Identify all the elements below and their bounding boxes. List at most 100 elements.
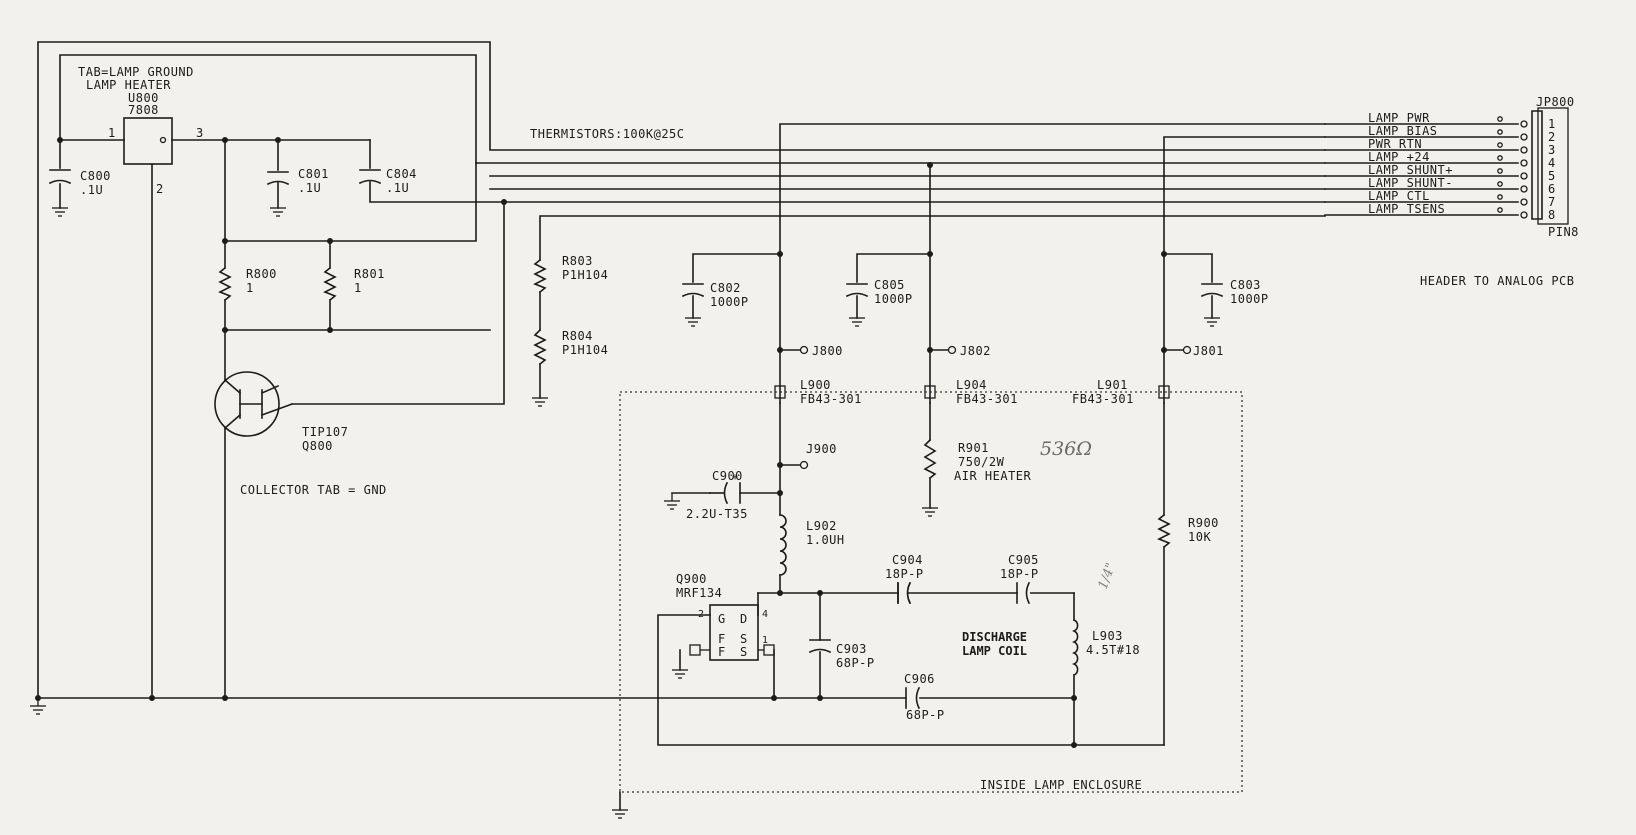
enclosure-note: INSIDE LAMP ENCLOSURE <box>980 778 1142 792</box>
capacitor-c803: C803 1000P <box>1200 278 1269 319</box>
l901-ref: L901 <box>1097 378 1128 392</box>
capacitor-c905: C905 18P-P 1/4" <box>1000 553 1119 605</box>
capacitor-c900: + C900 2.2U-T35 <box>686 469 748 521</box>
c801-val: .1U <box>298 181 321 195</box>
l904-val: FB43-301 <box>956 392 1018 406</box>
c906-val: 68P-P <box>906 708 945 722</box>
testpoint-j900: J900 <box>799 442 837 470</box>
c904-ref: C904 <box>892 553 923 567</box>
fet-pin-d: D <box>740 612 748 626</box>
r901-note: AIR HEATER <box>954 469 1032 483</box>
l900-val: FB43-301 <box>800 392 862 406</box>
r800-ref: R800 <box>246 267 277 281</box>
fet-pin-2: 2 <box>698 609 705 620</box>
q800-ref: Q800 <box>302 439 333 453</box>
connector-pin-number: 8 <box>1548 208 1556 222</box>
capacitor-c802: C802 1000P <box>681 281 749 319</box>
r803-ref: R803 <box>562 254 593 268</box>
u800-part: 7808 <box>128 103 159 117</box>
connector-signal-label: PWR RTN <box>1368 137 1422 151</box>
resistor-r803: R803 P1H104 <box>533 254 608 294</box>
connector-jp800: JP800 PIN8 HEADER TO ANALOG PCB <box>1420 95 1578 288</box>
connector-pin-5: LAMP SHUNT+5 <box>1324 163 1555 183</box>
c802-val: 1000P <box>710 295 749 309</box>
wiring <box>37 41 1326 811</box>
u800-pin1: 1 <box>108 126 116 140</box>
capacitor-c800: C800 .1U <box>48 169 111 197</box>
capacitor-c906: C906 68P-P <box>904 672 945 722</box>
l902-ref: L902 <box>806 519 837 533</box>
discharge-note-2: LAMP COIL <box>962 644 1027 658</box>
connector-pin-number: 1 <box>1548 117 1556 131</box>
connector-signal-label: LAMP BIAS <box>1368 124 1438 138</box>
regulator-u800: 1 2 3 TAB=LAMP GROUND LAMP HEATER U800 7… <box>78 65 204 196</box>
resistor-r804: R804 P1H104 <box>533 328 608 366</box>
ground-symbols <box>30 207 1220 819</box>
connector-signal-label: LAMP +24 <box>1368 150 1430 164</box>
c905-ref: C905 <box>1008 553 1039 567</box>
u800-pin2: 2 <box>156 182 164 196</box>
testpoint-j802: J802 <box>947 344 991 358</box>
fet-pin-4: 4 <box>762 609 769 620</box>
capacitor-c903: C903 68P-P <box>808 639 875 670</box>
resistor-r800: R800 1 <box>218 266 277 302</box>
connector-pin-6: LAMP SHUNT- 6 <box>1324 176 1556 196</box>
capacitor-c804: C804 .1U <box>358 167 416 195</box>
r900-ref: R900 <box>1188 516 1219 530</box>
connector-pin-4: LAMP +24 4 <box>1324 150 1556 170</box>
l901-val: FB43-301 <box>1072 392 1134 406</box>
c802-ref: C802 <box>710 281 741 295</box>
c805-ref: C805 <box>874 278 905 292</box>
connector-signal-label: LAMP SHUNT- <box>1368 176 1453 190</box>
fet-pin-f1: F <box>718 632 726 646</box>
svg-text:+: + <box>732 472 739 483</box>
ferrite-l901: L901 FB43-301 <box>1072 378 1170 406</box>
inductor-l903: L903 4.5T#18 DISCHARGE LAMP COIL <box>962 618 1140 677</box>
r803-val: P1H104 <box>562 268 608 282</box>
j802-ref: J802 <box>960 344 991 358</box>
ferrite-l900: L900 FB43-301 <box>774 378 862 406</box>
u800-pin3: 3 <box>196 126 204 140</box>
collector-tab-note: COLLECTOR TAB = GND <box>240 483 387 497</box>
q900-part: MRF134 <box>676 586 722 600</box>
c900-val: 2.2U-T35 <box>686 507 748 521</box>
l903-val: 4.5T#18 <box>1086 643 1140 657</box>
c903-ref: C903 <box>836 642 867 656</box>
connector-signal-label: LAMP PWR <box>1368 111 1430 125</box>
l902-val: 1.0UH <box>806 533 845 547</box>
capacitor-c904: C904 18P-P <box>885 553 923 605</box>
j801-ref: J801 <box>1193 344 1224 358</box>
resistor-r901: R901 750/2W AIR HEATER 536Ω <box>923 438 1092 483</box>
discharge-note-1: DISCHARGE <box>962 630 1027 644</box>
j900-ref: J900 <box>806 442 837 456</box>
connector-pin-number: 6 <box>1548 182 1556 196</box>
l900-ref: L900 <box>800 378 831 392</box>
r800-val: 1 <box>246 281 254 295</box>
c800-val: .1U <box>80 183 103 197</box>
j800-ref: J800 <box>812 344 843 358</box>
ferrite-l904: L904 FB43-301 <box>924 378 1018 406</box>
c803-ref: C803 <box>1230 278 1261 292</box>
connector-pin-number: 4 <box>1548 156 1556 170</box>
fet-pin-s2: S <box>740 645 748 659</box>
testpoint-j800: J800 <box>799 344 843 358</box>
resistor-r801: R801 1 <box>323 266 384 302</box>
capacitor-c801: C801 .1U <box>266 167 328 195</box>
testpoint-j801: J801 <box>1182 344 1224 358</box>
c803-val: 1000P <box>1230 292 1269 306</box>
r901-val: 750/2W <box>958 455 1005 469</box>
u800-ref: U800 <box>128 91 159 105</box>
capacitor-c805: C805 1000P <box>845 278 913 319</box>
c903-val: 68P-P <box>836 656 875 670</box>
c800-ref: C800 <box>80 169 111 183</box>
resistor-r900: R900 10K <box>1157 513 1219 549</box>
c805-val: 1000P <box>874 292 913 306</box>
r804-ref: R804 <box>562 329 593 343</box>
junction-dots <box>35 137 1167 748</box>
l904-ref: L904 <box>956 378 987 392</box>
r801-val: 1 <box>354 281 362 295</box>
